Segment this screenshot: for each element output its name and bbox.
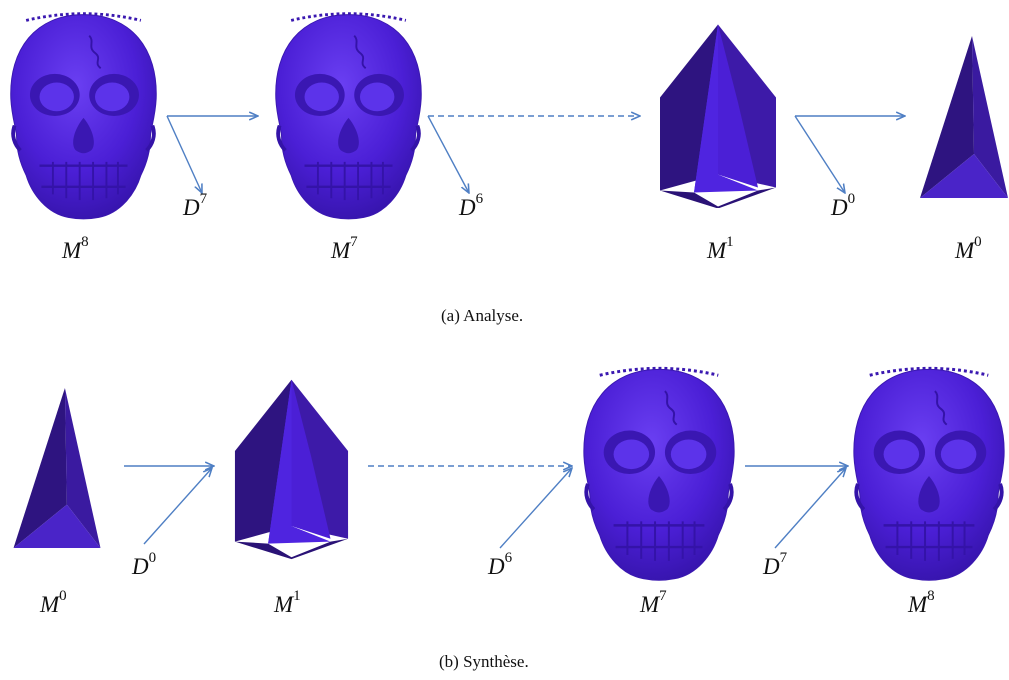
synthesis-mesh-m1-pyramid [234, 379, 349, 560]
label-synthesis-m0: M0 [40, 588, 67, 617]
synthesis-mesh-m0-tetrahedron [13, 387, 101, 549]
label-synthesis-m1: M1 [274, 588, 301, 617]
label-synthesis-m8: M8 [908, 588, 935, 617]
label-analysis-m8: M8 [62, 234, 89, 263]
analysis-mesh-m8-skull [11, 14, 157, 219]
label-analysis-m1: M1 [707, 234, 734, 263]
synthesis-arrow-m7-m8 [745, 466, 848, 549]
synthesis-arrow-m1-m7 [368, 466, 572, 549]
label-analysis-d7: D7 [183, 191, 208, 220]
analysis-mesh-m0-tetrahedron [920, 36, 1008, 198]
label-synthesis-d6: D6 [488, 550, 513, 579]
synthesis-mesh-m7-skull [584, 368, 734, 580]
analysis-mesh-m1-pyramid [660, 24, 776, 208]
label-synthesis-m7: M7 [640, 588, 667, 617]
analysis-arrow-m7-m1 [427, 116, 640, 193]
label-synthesis-d7: D7 [763, 550, 788, 579]
label-synthesis-d0: D0 [132, 550, 157, 579]
caption-analysis: (a) Analyse. [441, 306, 524, 325]
label-analysis-d6: D6 [459, 191, 484, 220]
analysis-arrow-m8-m7 [166, 116, 258, 193]
caption-synthesis: (b) Synthèse. [439, 652, 529, 671]
label-analysis-d0: D0 [831, 191, 856, 220]
analysis-mesh-m7-skull [276, 14, 422, 219]
synthesis-mesh-m8-skull [854, 368, 1004, 580]
synthesis-arrow-m0-m1 [124, 466, 214, 545]
label-analysis-m7: M7 [331, 234, 358, 263]
label-analysis-m0: M0 [955, 234, 982, 263]
analysis-arrow-m1-m0 [794, 116, 905, 193]
